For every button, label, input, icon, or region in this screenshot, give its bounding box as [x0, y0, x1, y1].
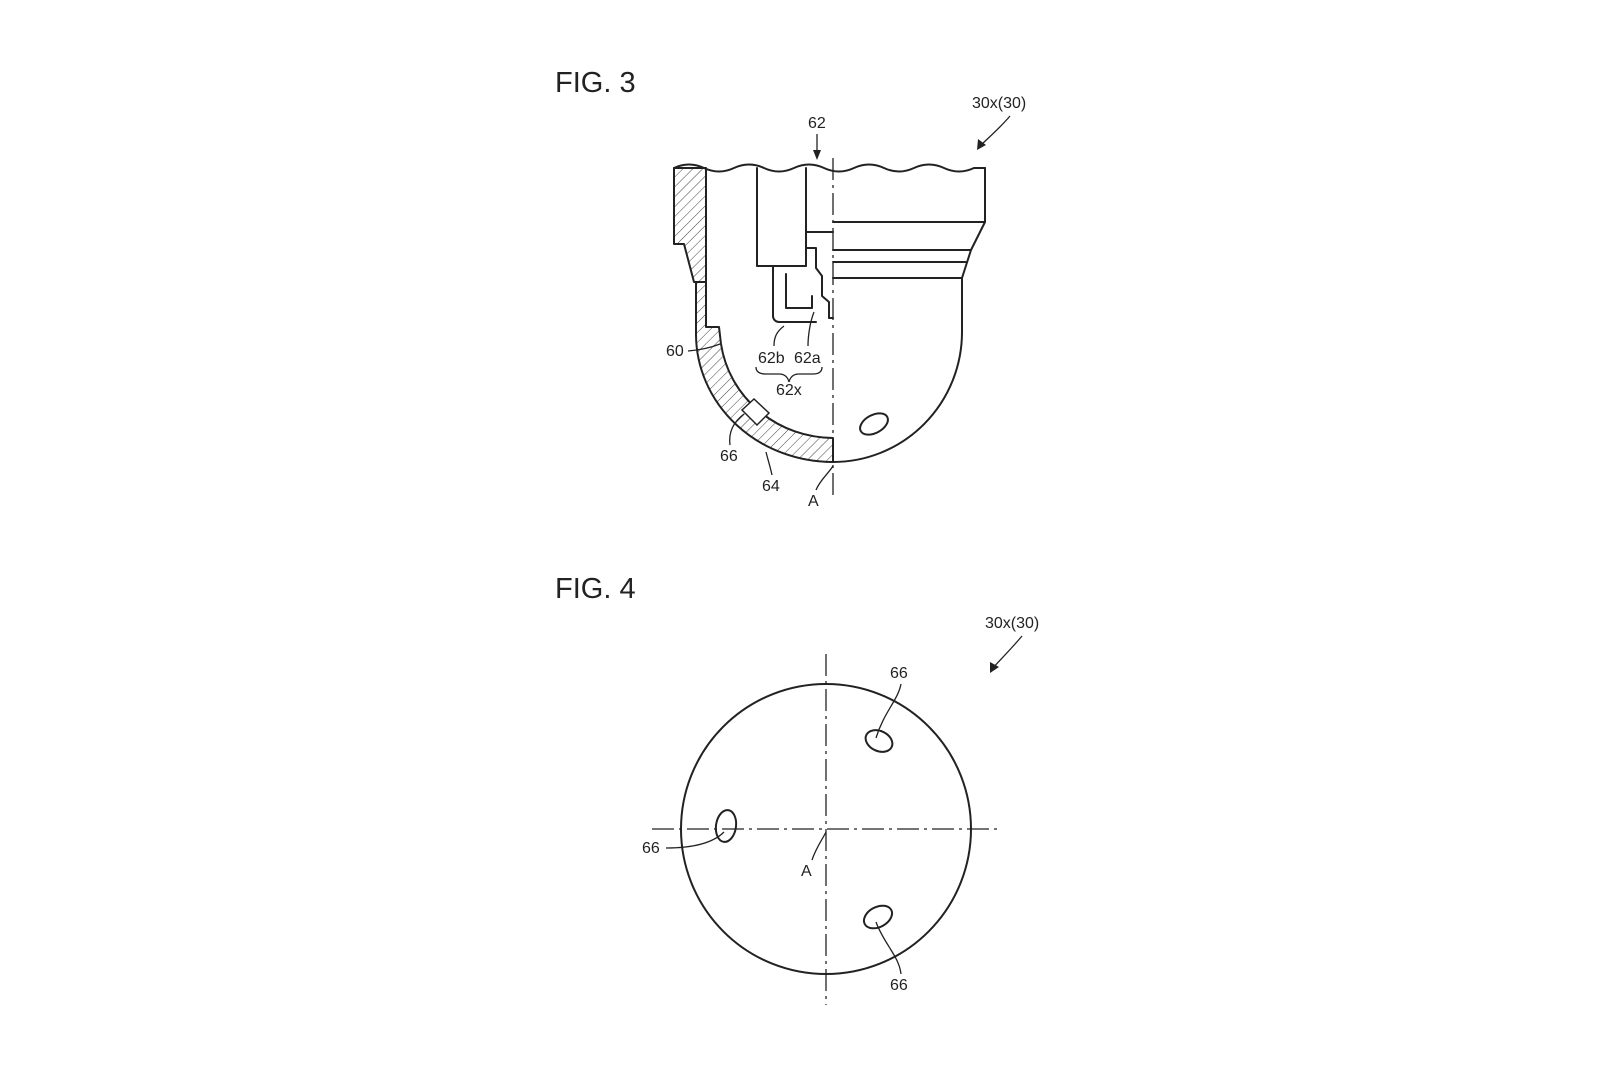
- fig4-title: FIG. 4: [555, 573, 636, 605]
- fig3-assembly-arrowhead: [977, 139, 986, 150]
- fig3-housing-upper-wall: [673, 167, 707, 283]
- fig3-label-A: A: [808, 493, 819, 510]
- fig4-leader-66-bottom: [875, 921, 902, 975]
- fig4-hole-66-left: [714, 809, 738, 843]
- fig3-label-62a: 62a: [794, 350, 821, 367]
- fig3-title: FIG. 3: [555, 67, 636, 99]
- fig3-flow-channel-62b: [772, 265, 817, 323]
- fig4-leader-A: [811, 831, 827, 861]
- fig3-break-line: [673, 163, 986, 173]
- fig3-exterior-dome: [832, 277, 963, 463]
- fig3-hole-66-section: [740, 397, 771, 427]
- fig3-leader-A: [815, 465, 834, 491]
- fig4-assembly-label: 30x(30): [985, 615, 1039, 632]
- fig3-label-62b: 62b: [758, 350, 785, 367]
- fig4-label-66-bottom: 66: [890, 977, 908, 994]
- fig4-assembly-arrowhead: [990, 662, 999, 673]
- fig3-label-62x: 62x: [776, 382, 802, 399]
- fig3-leader-62a: [807, 311, 815, 347]
- fig3-valve-seat: [805, 247, 834, 319]
- fig3-flow-channel-62a: [785, 273, 813, 309]
- fig3-nozzle-wall-section: [695, 281, 834, 463]
- fig3-brace-62x: [755, 366, 823, 383]
- fig3-label-60: 60: [666, 343, 684, 360]
- fig3-leader-64: [765, 451, 773, 476]
- fig4-assembly-leader: [990, 635, 1023, 671]
- fig3-assembly-label: 30x(30): [972, 95, 1026, 112]
- fig3-arrowhead-62: [813, 150, 821, 160]
- fig4-label-66-top: 66: [890, 665, 908, 682]
- fig3-leader-60: [687, 343, 721, 352]
- fig3-leader-66: [729, 413, 745, 446]
- fig3-exterior-hole-66: [859, 412, 889, 436]
- fig4-hole-66-top: [864, 729, 894, 753]
- fig4-leader-66-top: [875, 683, 902, 739]
- fig3-leader-62b: [773, 325, 785, 347]
- fig4-label-66-left: 66: [642, 840, 660, 857]
- figure-4: FIG. 4 30x(30) 66 66 66 A: [555, 573, 1039, 1005]
- figure-3: FIG. 3 30x(30) 62 60: [555, 67, 1026, 510]
- fig3-valve-body-62: [756, 167, 807, 267]
- fig3-label-64: 64: [762, 478, 780, 495]
- fig4-leader-66-left: [665, 831, 725, 849]
- fig3-label-66: 66: [720, 448, 738, 465]
- fig4-hole-66-bottom: [862, 904, 894, 930]
- fig4-label-A: A: [801, 863, 812, 880]
- fig3-label-62: 62: [808, 115, 826, 132]
